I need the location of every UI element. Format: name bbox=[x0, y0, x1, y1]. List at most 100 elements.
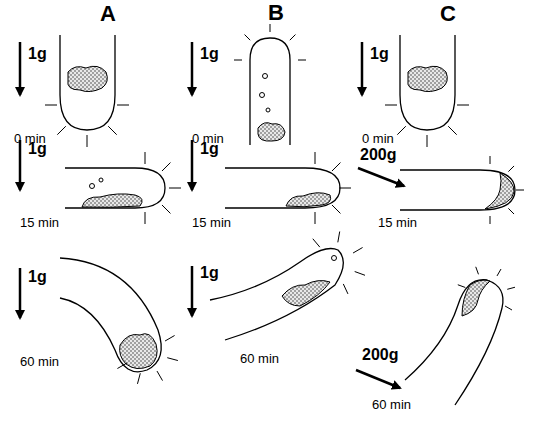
stroke-line bbox=[162, 205, 170, 213]
time-label: 60 min bbox=[20, 355, 59, 369]
stroke-line bbox=[458, 285, 466, 288]
stroke-line bbox=[358, 168, 404, 186]
time-label: 15 min bbox=[192, 216, 231, 230]
stroke-line bbox=[476, 267, 479, 275]
stroke-line bbox=[87, 135, 88, 147]
outline-shape bbox=[462, 280, 490, 316]
stroke-line bbox=[427, 135, 428, 147]
stroke-line bbox=[298, 60, 306, 61]
outline-shape bbox=[400, 170, 515, 210]
stroke-line bbox=[191, 140, 194, 190]
stroke-line bbox=[497, 269, 501, 276]
stroke-line bbox=[137, 373, 140, 384]
stroke-line bbox=[57, 126, 65, 134]
outline-shape bbox=[225, 168, 340, 208]
stroke-line bbox=[490, 216, 491, 224]
stroke-line bbox=[343, 284, 348, 294]
stroke-line bbox=[353, 248, 363, 254]
time-label: 15 min bbox=[20, 216, 59, 230]
force-label: 1g bbox=[28, 45, 47, 63]
outline-shape bbox=[82, 194, 142, 207]
outline-shape bbox=[68, 66, 108, 91]
outline-shape bbox=[60, 35, 115, 130]
stroke-line bbox=[490, 156, 491, 164]
outline-shape bbox=[408, 66, 448, 91]
stroke-line bbox=[165, 336, 175, 342]
stroke-line bbox=[356, 370, 400, 388]
outline-shape bbox=[258, 123, 285, 141]
stroke-line bbox=[108, 126, 116, 134]
stroke-line bbox=[457, 105, 469, 106]
stroke-line bbox=[45, 105, 57, 106]
outline-shape bbox=[286, 193, 331, 207]
stroke-line bbox=[234, 60, 242, 61]
amyloplast bbox=[90, 184, 95, 189]
stroke-line bbox=[270, 24, 271, 32]
stroke-line bbox=[157, 371, 163, 381]
stroke-line bbox=[117, 363, 127, 369]
force-label: 1g bbox=[200, 264, 219, 282]
stroke-line bbox=[448, 126, 456, 134]
stroke-line bbox=[338, 232, 340, 243]
stroke-line bbox=[313, 239, 320, 247]
outline-shape bbox=[60, 258, 161, 372]
stroke-line bbox=[315, 212, 316, 224]
time-label: 0 min bbox=[362, 132, 394, 146]
stroke-line bbox=[507, 287, 515, 289]
stroke-line bbox=[339, 188, 351, 189]
panel-letter: A bbox=[100, 2, 116, 26]
stroke-line bbox=[516, 190, 524, 191]
stroke-line bbox=[169, 188, 181, 189]
stroke-line bbox=[191, 266, 194, 316]
outline-shape bbox=[282, 281, 330, 306]
stroke-line bbox=[332, 163, 340, 171]
stroke-line bbox=[19, 42, 22, 95]
force-label: 1g bbox=[200, 140, 219, 158]
time-label: 15 min bbox=[378, 216, 417, 230]
force-label: 1g bbox=[28, 140, 47, 158]
amyloplast bbox=[260, 93, 265, 98]
amyloplast bbox=[99, 178, 103, 182]
stroke-line bbox=[361, 42, 364, 95]
outline-shape bbox=[405, 280, 503, 405]
statoliths bbox=[68, 66, 514, 368]
stroke-line bbox=[117, 105, 129, 106]
stroke-line bbox=[162, 163, 170, 171]
stroke-line bbox=[505, 306, 512, 310]
root-outlines bbox=[60, 35, 515, 405]
stroke-line bbox=[245, 35, 251, 41]
stroke-line bbox=[332, 205, 340, 213]
amyloplast bbox=[266, 108, 270, 112]
gravity-arrows bbox=[20, 42, 404, 388]
force-label: 1g bbox=[200, 45, 219, 63]
force-label: 200g bbox=[362, 346, 398, 364]
stroke-line bbox=[19, 140, 22, 190]
stroke-line bbox=[191, 42, 194, 95]
time-label: 60 min bbox=[372, 398, 411, 412]
panel-letter: C bbox=[440, 2, 456, 26]
force-label: 200g bbox=[360, 146, 396, 164]
stroke-line bbox=[167, 358, 178, 361]
force-label: 1g bbox=[28, 268, 47, 286]
outline-shape bbox=[485, 173, 514, 209]
amyloplasts bbox=[90, 74, 337, 261]
outline-shape bbox=[65, 168, 165, 208]
stroke-line bbox=[19, 268, 22, 318]
stroke-line bbox=[508, 166, 514, 172]
stroke-line bbox=[145, 152, 146, 164]
outline-shape bbox=[210, 249, 343, 341]
stroke-line bbox=[315, 152, 316, 164]
stroke-line bbox=[508, 208, 514, 214]
signal-rays bbox=[45, 24, 524, 384]
force-label: 1g bbox=[370, 45, 389, 63]
stroke-line bbox=[355, 272, 365, 276]
outline-shape bbox=[250, 38, 290, 145]
amyloplast bbox=[332, 256, 337, 261]
stroke-line bbox=[290, 35, 296, 41]
amyloplast bbox=[263, 74, 268, 79]
panel-letter: B bbox=[268, 1, 284, 25]
stroke-line bbox=[397, 126, 405, 134]
outline-shape bbox=[400, 35, 455, 130]
time-label: 60 min bbox=[240, 352, 279, 366]
